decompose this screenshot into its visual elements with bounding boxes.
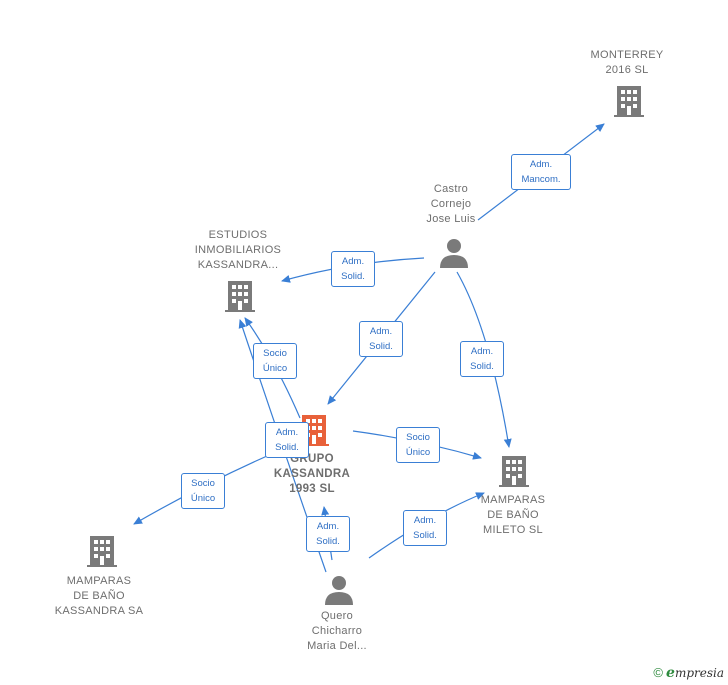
node-label-kassandra-sa[interactable]: MAMPARAS DE BAÑO KASSANDRA SA — [54, 575, 144, 617]
person-icon-castro[interactable] — [438, 236, 470, 270]
edge-label-castro-grupo[interactable]: Adm. Solid. — [359, 321, 403, 357]
node-label-castro[interactable]: Castro Cornejo Jose Luis — [426, 183, 476, 225]
node-label-monterrey[interactable]: MONTERREY 2016 SL — [590, 49, 664, 76]
node-label-quero[interactable]: Quero Chicharro Maria Del... — [307, 610, 367, 652]
node-label-estudios[interactable]: ESTUDIOS INMOBILIARIOS KASSANDRA... — [194, 229, 282, 271]
edge-label-castro-estudios[interactable]: Adm. Solid. — [331, 251, 375, 287]
edge-label-quero-mileto[interactable]: Adm. Solid. — [403, 510, 447, 546]
building-icon-estudios[interactable] — [224, 279, 256, 313]
building-icon-mileto[interactable] — [498, 454, 530, 488]
edge-label-quero-estudios[interactable]: Adm. Solid. — [265, 422, 309, 458]
person-icon-quero[interactable] — [323, 573, 355, 607]
copyright-icon: © — [653, 665, 664, 680]
edge-label-grupo-estudios[interactable]: Socio Único — [253, 343, 297, 379]
edge-label-quero-grupo[interactable]: Adm. Solid. — [306, 516, 350, 552]
edge-label-grupo-kassandra[interactable]: Socio Único — [181, 473, 225, 509]
edge-label-castro-mileto[interactable]: Adm. Solid. — [460, 341, 504, 377]
empresia-footer[interactable]: ©empresia — [653, 665, 724, 681]
edge-label-castro-monterrey[interactable]: Adm. Mancom. — [511, 154, 571, 190]
building-icon-monterrey[interactable] — [613, 84, 645, 118]
empresia-logo: empresia — [666, 665, 724, 681]
node-label-mileto[interactable]: MAMPARAS DE BAÑO MILETO SL — [480, 494, 546, 536]
node-label-grupo[interactable]: GRUPO KASSANDRA 1993 SL — [273, 453, 351, 495]
edge-label-grupo-mileto[interactable]: Socio Único — [396, 427, 440, 463]
building-icon-kassandra-sa[interactable] — [86, 534, 118, 568]
